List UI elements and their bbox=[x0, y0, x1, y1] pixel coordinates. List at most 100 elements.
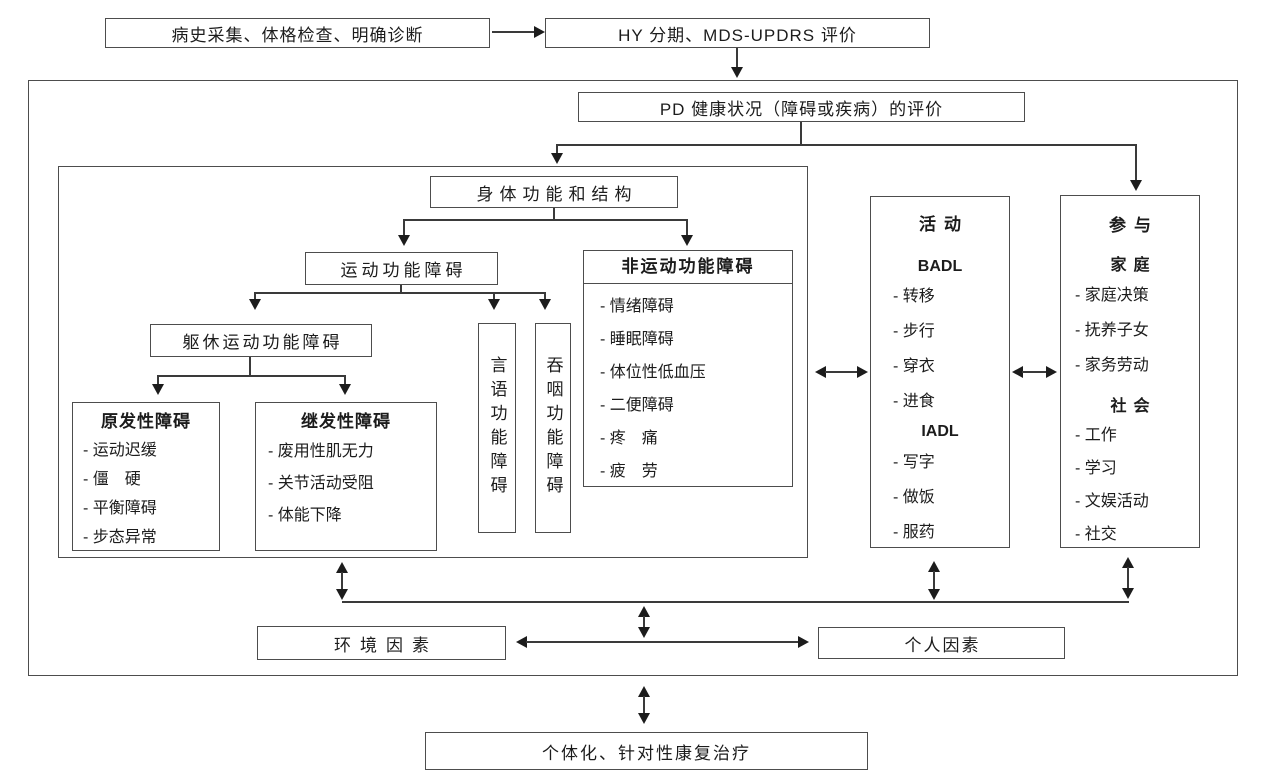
participation-family-list: - 家庭决策 - 抚养子女 - 家务劳动 bbox=[1061, 278, 1199, 383]
double-arrow-inner-down-line bbox=[341, 572, 343, 590]
hy-staging-updrs-label: HY 分期、MDS-UPDRS 评价 bbox=[618, 25, 857, 45]
personal-factors-label: 个人因素 bbox=[904, 635, 981, 655]
pd-branch-right-arrowhead bbox=[1130, 180, 1142, 191]
body-fan-left-drop bbox=[403, 219, 405, 237]
trunk-fan-hline bbox=[157, 375, 346, 377]
double-arrow-treatment-up-head bbox=[638, 686, 650, 697]
speech-dysfunction-label: 言语功能障碍 bbox=[487, 356, 507, 500]
history-exam-diagnosis-label: 病史采集、体格检查、明确诊断 bbox=[171, 25, 424, 45]
list-item: - 学习 bbox=[1075, 460, 1117, 477]
body-fan-hline bbox=[404, 219, 688, 221]
double-arrow-inner-activity-left-head bbox=[815, 366, 826, 378]
list-item: - 二便障碍 bbox=[600, 397, 674, 414]
activity-badl-list: - 转移- 步行- 穿衣- 进食 bbox=[871, 279, 1009, 419]
double-arrow-inner-down-down-head bbox=[336, 589, 348, 600]
arrow-history-to-staging-head bbox=[534, 26, 545, 38]
pd-health-assessment-label: PD 健康状况（障碍或疾病）的评价 bbox=[659, 99, 944, 119]
contextual-factors-connector-line bbox=[342, 601, 1129, 603]
body-function-structure-label: 身体功能和结构 bbox=[476, 184, 638, 204]
list-item: - 家庭决策 bbox=[1075, 287, 1149, 304]
trunk-fan-right-drop bbox=[344, 375, 346, 386]
body-fan-right-drop bbox=[686, 219, 688, 237]
activity-box: 活动 BADL - 转移- 步行- 穿衣- 进食 IADL - 写字- 做饭- … bbox=[870, 196, 1010, 548]
double-arrow-activity-participation-left-head bbox=[1012, 366, 1023, 378]
double-arrow-inner-activity-right-head bbox=[857, 366, 868, 378]
body-function-structure-box: 身体功能和结构 bbox=[430, 176, 678, 208]
double-arrow-treatment-down-head bbox=[638, 713, 650, 724]
double-arrow-env-personal-right-head bbox=[798, 636, 809, 648]
double-arrow-activity-down-line bbox=[933, 571, 935, 590]
outer-frame bbox=[28, 80, 1238, 676]
secondary-disorders-title: 继发性障碍 bbox=[301, 412, 391, 431]
list-item: - 步态异常 bbox=[83, 529, 157, 546]
list-item: - 穿衣 bbox=[893, 358, 935, 375]
environmental-factors-label: 环境因素 bbox=[334, 635, 438, 655]
list-item: - 体位性低血压 bbox=[600, 364, 706, 381]
list-item: - 转移 bbox=[893, 288, 935, 305]
pd-health-assessment-box: PD 健康状况（障碍或疾病）的评价 bbox=[578, 92, 1025, 122]
list-item: - 文娱活动 bbox=[1075, 493, 1149, 510]
double-arrow-activity-down-down-head bbox=[928, 589, 940, 600]
motor-fan-drop3 bbox=[544, 292, 546, 301]
nonmotor-dysfunction-list: - 情绪障碍- 睡眠障碍- 体位性低血压- 二便障碍- 疼 痛- 疲 劳 bbox=[584, 284, 792, 488]
list-item: - 僵 硬 bbox=[83, 471, 141, 488]
activity-iadl-label: IADL bbox=[921, 423, 959, 440]
list-item: - 运动迟缓 bbox=[83, 442, 157, 459]
list-item: - 平衡障碍 bbox=[83, 500, 157, 517]
motor-fan-arrowhead2 bbox=[488, 299, 500, 310]
body-fan-right-arrowhead bbox=[681, 235, 693, 246]
list-item: - 做饭 bbox=[893, 489, 935, 506]
list-item: - 废用性肌无力 bbox=[268, 443, 374, 460]
trunk-fan-right-arrowhead bbox=[339, 384, 351, 395]
body-fan-left-arrowhead bbox=[398, 235, 410, 246]
list-item: - 服药 bbox=[893, 524, 935, 541]
body-fan-stem bbox=[553, 208, 555, 220]
participation-family-label: 家庭 bbox=[1110, 257, 1157, 274]
list-item: - 抚养子女 bbox=[1075, 322, 1149, 339]
double-arrow-center-factors-down-head bbox=[638, 627, 650, 638]
swallow-dysfunction-box: 吞咽功能障碍 bbox=[535, 323, 571, 533]
motor-dysfunction-label: 运动功能障碍 bbox=[340, 261, 467, 280]
double-arrow-participation-down-up-head bbox=[1122, 557, 1134, 568]
pd-branch-left-arrowhead bbox=[551, 153, 563, 164]
list-item: - 睡眠障碍 bbox=[600, 331, 674, 348]
pd-branch-left-drop bbox=[556, 144, 558, 155]
list-item: - 家务劳动 bbox=[1075, 357, 1149, 374]
activity-iadl-list: - 写字 - 做饭 - 服药 bbox=[871, 445, 1009, 550]
individualized-rehab-treatment-box: 个体化、针对性康复治疗 bbox=[425, 732, 868, 770]
double-arrow-env-personal-left-head bbox=[516, 636, 527, 648]
participation-social-list: - 工作- 学习- 文娱活动- 社交 bbox=[1061, 419, 1199, 551]
secondary-disorders-list: - 废用性肌无力 - 关节活动受阻 - 体能下降 bbox=[268, 436, 436, 532]
primary-disorders-box: 原发性障碍 - 运动迟缓 - 僵 硬 - 平衡障碍 - 步态异常 bbox=[72, 402, 220, 551]
double-arrow-inner-activity-line bbox=[825, 371, 858, 373]
participation-social-label: 社会 bbox=[1110, 398, 1157, 415]
primary-disorders-title: 原发性障碍 bbox=[101, 412, 191, 431]
double-arrow-env-personal-line bbox=[526, 641, 799, 643]
activity-title: 活动 bbox=[919, 215, 969, 234]
double-arrow-treatment-line bbox=[643, 696, 645, 714]
arrow-staging-down-line bbox=[736, 48, 738, 69]
arrow-history-to-staging-line bbox=[492, 31, 536, 33]
pd-branch-right-drop bbox=[1135, 144, 1137, 182]
pd-branch-stem bbox=[800, 122, 802, 145]
list-item: - 疼 痛 bbox=[600, 430, 658, 447]
swallow-dysfunction-label: 吞咽功能障碍 bbox=[543, 356, 563, 500]
trunk-fan-left-drop bbox=[157, 375, 159, 386]
motor-dysfunction-box: 运动功能障碍 bbox=[305, 252, 498, 285]
double-arrow-center-factors-up-head bbox=[638, 606, 650, 617]
trunk-motor-dysfunction-label: 躯休运动功能障碍 bbox=[182, 333, 343, 352]
list-item: - 情绪障碍 bbox=[600, 298, 674, 315]
list-item: - 写字 bbox=[893, 454, 935, 471]
nonmotor-dysfunction-title: 非运动功能障碍 bbox=[584, 251, 792, 284]
list-item: - 工作 bbox=[1075, 427, 1117, 444]
individualized-rehab-treatment-label: 个体化、针对性康复治疗 bbox=[542, 743, 751, 763]
double-arrow-participation-down-line bbox=[1127, 567, 1129, 589]
motor-fan-drop1 bbox=[254, 292, 256, 301]
personal-factors-box: 个人因素 bbox=[818, 627, 1065, 659]
primary-disorders-list: - 运动迟缓 - 僵 硬 - 平衡障碍 - 步态异常 bbox=[83, 436, 219, 552]
trunk-fan-left-arrowhead bbox=[152, 384, 164, 395]
list-item: - 体能下降 bbox=[268, 507, 342, 524]
trunk-fan-stem bbox=[249, 357, 251, 376]
list-item: - 关节活动受阻 bbox=[268, 475, 374, 492]
history-exam-diagnosis-box: 病史采集、体格检查、明确诊断 bbox=[105, 18, 490, 48]
